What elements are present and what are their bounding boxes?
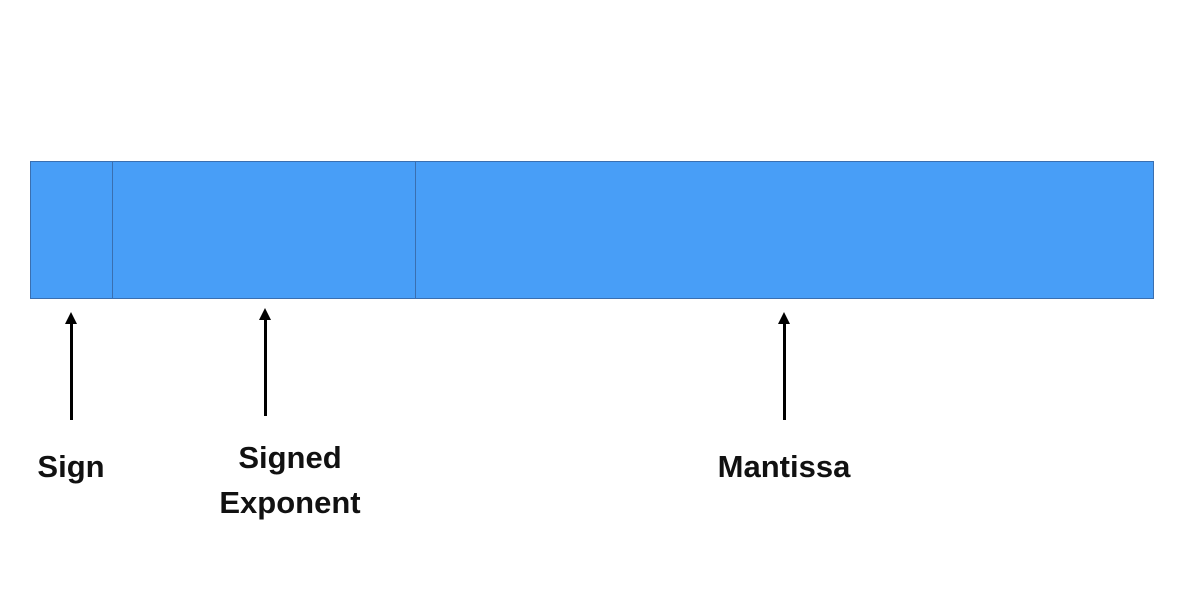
- signed-exponent-label-line2: Exponent: [219, 485, 361, 520]
- sign-label: Sign: [20, 444, 122, 489]
- mantissa-field-box: [415, 161, 1154, 299]
- sign-field-box: [30, 161, 113, 299]
- sign-arrow-icon: [64, 312, 78, 420]
- mantissa-label-text: Mantissa: [717, 449, 851, 484]
- signed-exponent-label: Signed Exponent: [190, 435, 390, 525]
- sign-label-text: Sign: [37, 449, 105, 484]
- mantissa-arrow-icon: [777, 312, 791, 420]
- signed-exponent-field-box: [112, 161, 416, 299]
- signed-exponent-label-line1: Signed: [238, 440, 342, 475]
- mantissa-label: Mantissa: [684, 444, 884, 489]
- exponent-arrow-icon: [258, 308, 272, 416]
